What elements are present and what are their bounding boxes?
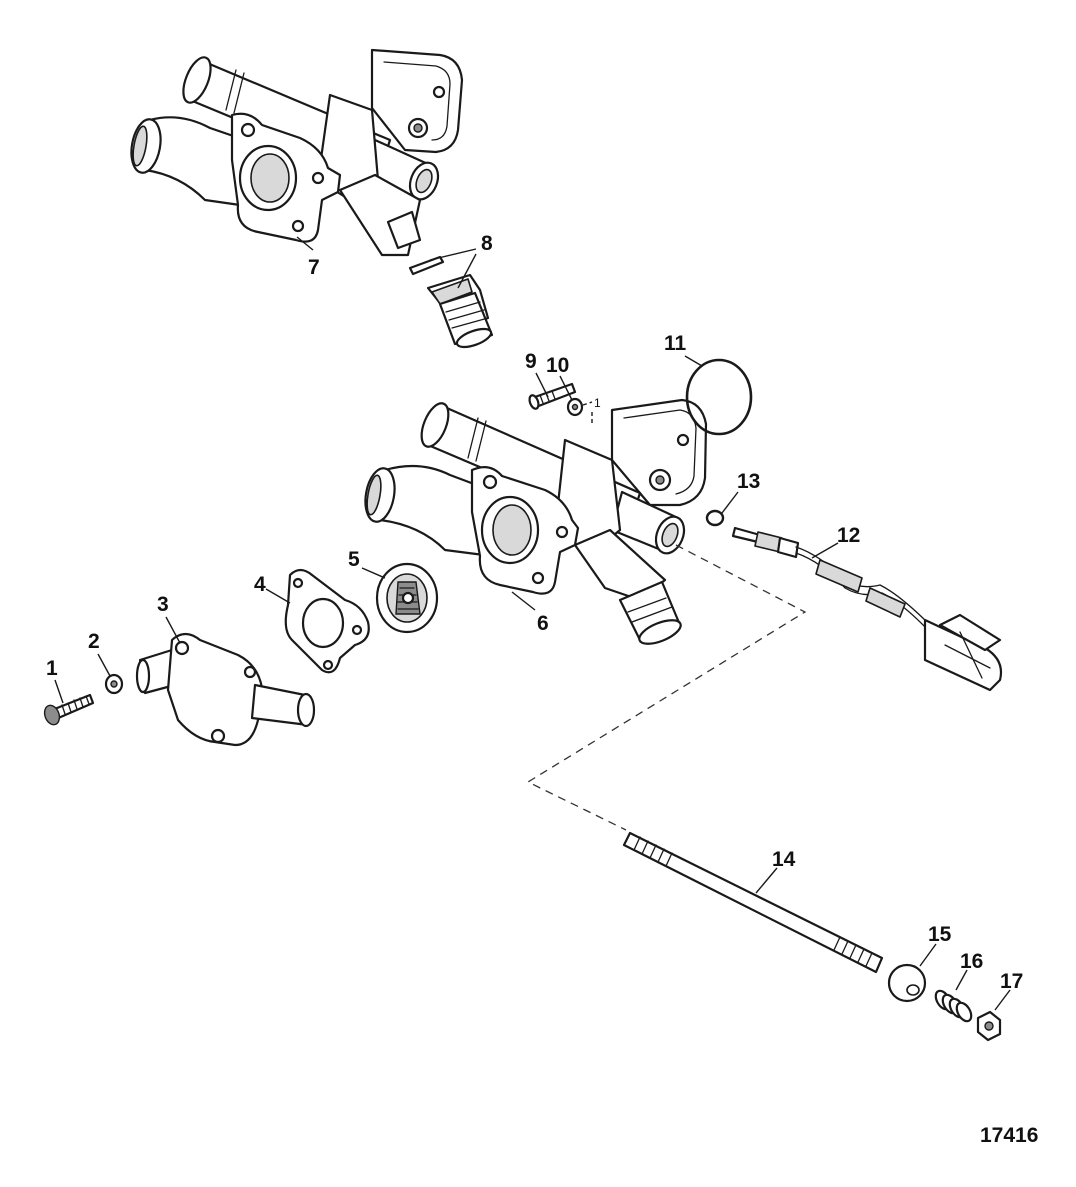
fitting-8 xyxy=(408,255,494,349)
washer-2 xyxy=(104,673,124,695)
spring-16 xyxy=(934,989,973,1023)
callout-13: 13 xyxy=(737,470,760,493)
callout-6: 6 xyxy=(537,612,549,635)
callout-5: 5 xyxy=(348,548,360,571)
assembly-path-dashed xyxy=(526,544,807,831)
note-marker: 1 xyxy=(594,396,601,410)
callout-17: 17 xyxy=(1000,970,1023,993)
callout-12: 12 xyxy=(837,524,860,547)
thermostat-cover-3 xyxy=(135,632,316,747)
ball-15 xyxy=(887,963,927,1003)
bolt-1 xyxy=(43,693,95,726)
washer-10 xyxy=(566,397,593,425)
callout-9: 9 xyxy=(525,350,537,373)
callout-8: 8 xyxy=(481,232,493,255)
thermostat-housing-upper xyxy=(130,48,464,257)
callout-15: 15 xyxy=(928,923,952,946)
callout-14: 14 xyxy=(772,848,796,871)
callout-4: 4 xyxy=(254,573,266,596)
callout-7: 7 xyxy=(308,256,320,279)
callout-16: 16 xyxy=(960,950,983,973)
callout-labels: 1 2 3 4 5 6 7 8 9 10 11 12 13 14 15 16 1… xyxy=(46,232,1023,993)
thermostat-5 xyxy=(375,562,439,634)
callout-11: 11 xyxy=(664,332,687,355)
gasket-4 xyxy=(284,568,370,674)
callout-1: 1 xyxy=(46,657,58,680)
callout-10: 10 xyxy=(546,354,569,377)
callout-3: 3 xyxy=(157,593,169,616)
nut-17 xyxy=(976,1010,1002,1042)
thermostat-housing-main xyxy=(364,398,708,645)
callout-2: 2 xyxy=(88,630,100,653)
stud-14 xyxy=(622,831,884,974)
sealing-washer-13 xyxy=(705,509,725,527)
screw-9 xyxy=(528,382,577,410)
temperature-sensor-12 xyxy=(731,526,1003,692)
o-ring-11 xyxy=(685,358,753,436)
figure-number: 17416 xyxy=(980,1124,1038,1147)
leader-lines xyxy=(54,236,1011,1011)
